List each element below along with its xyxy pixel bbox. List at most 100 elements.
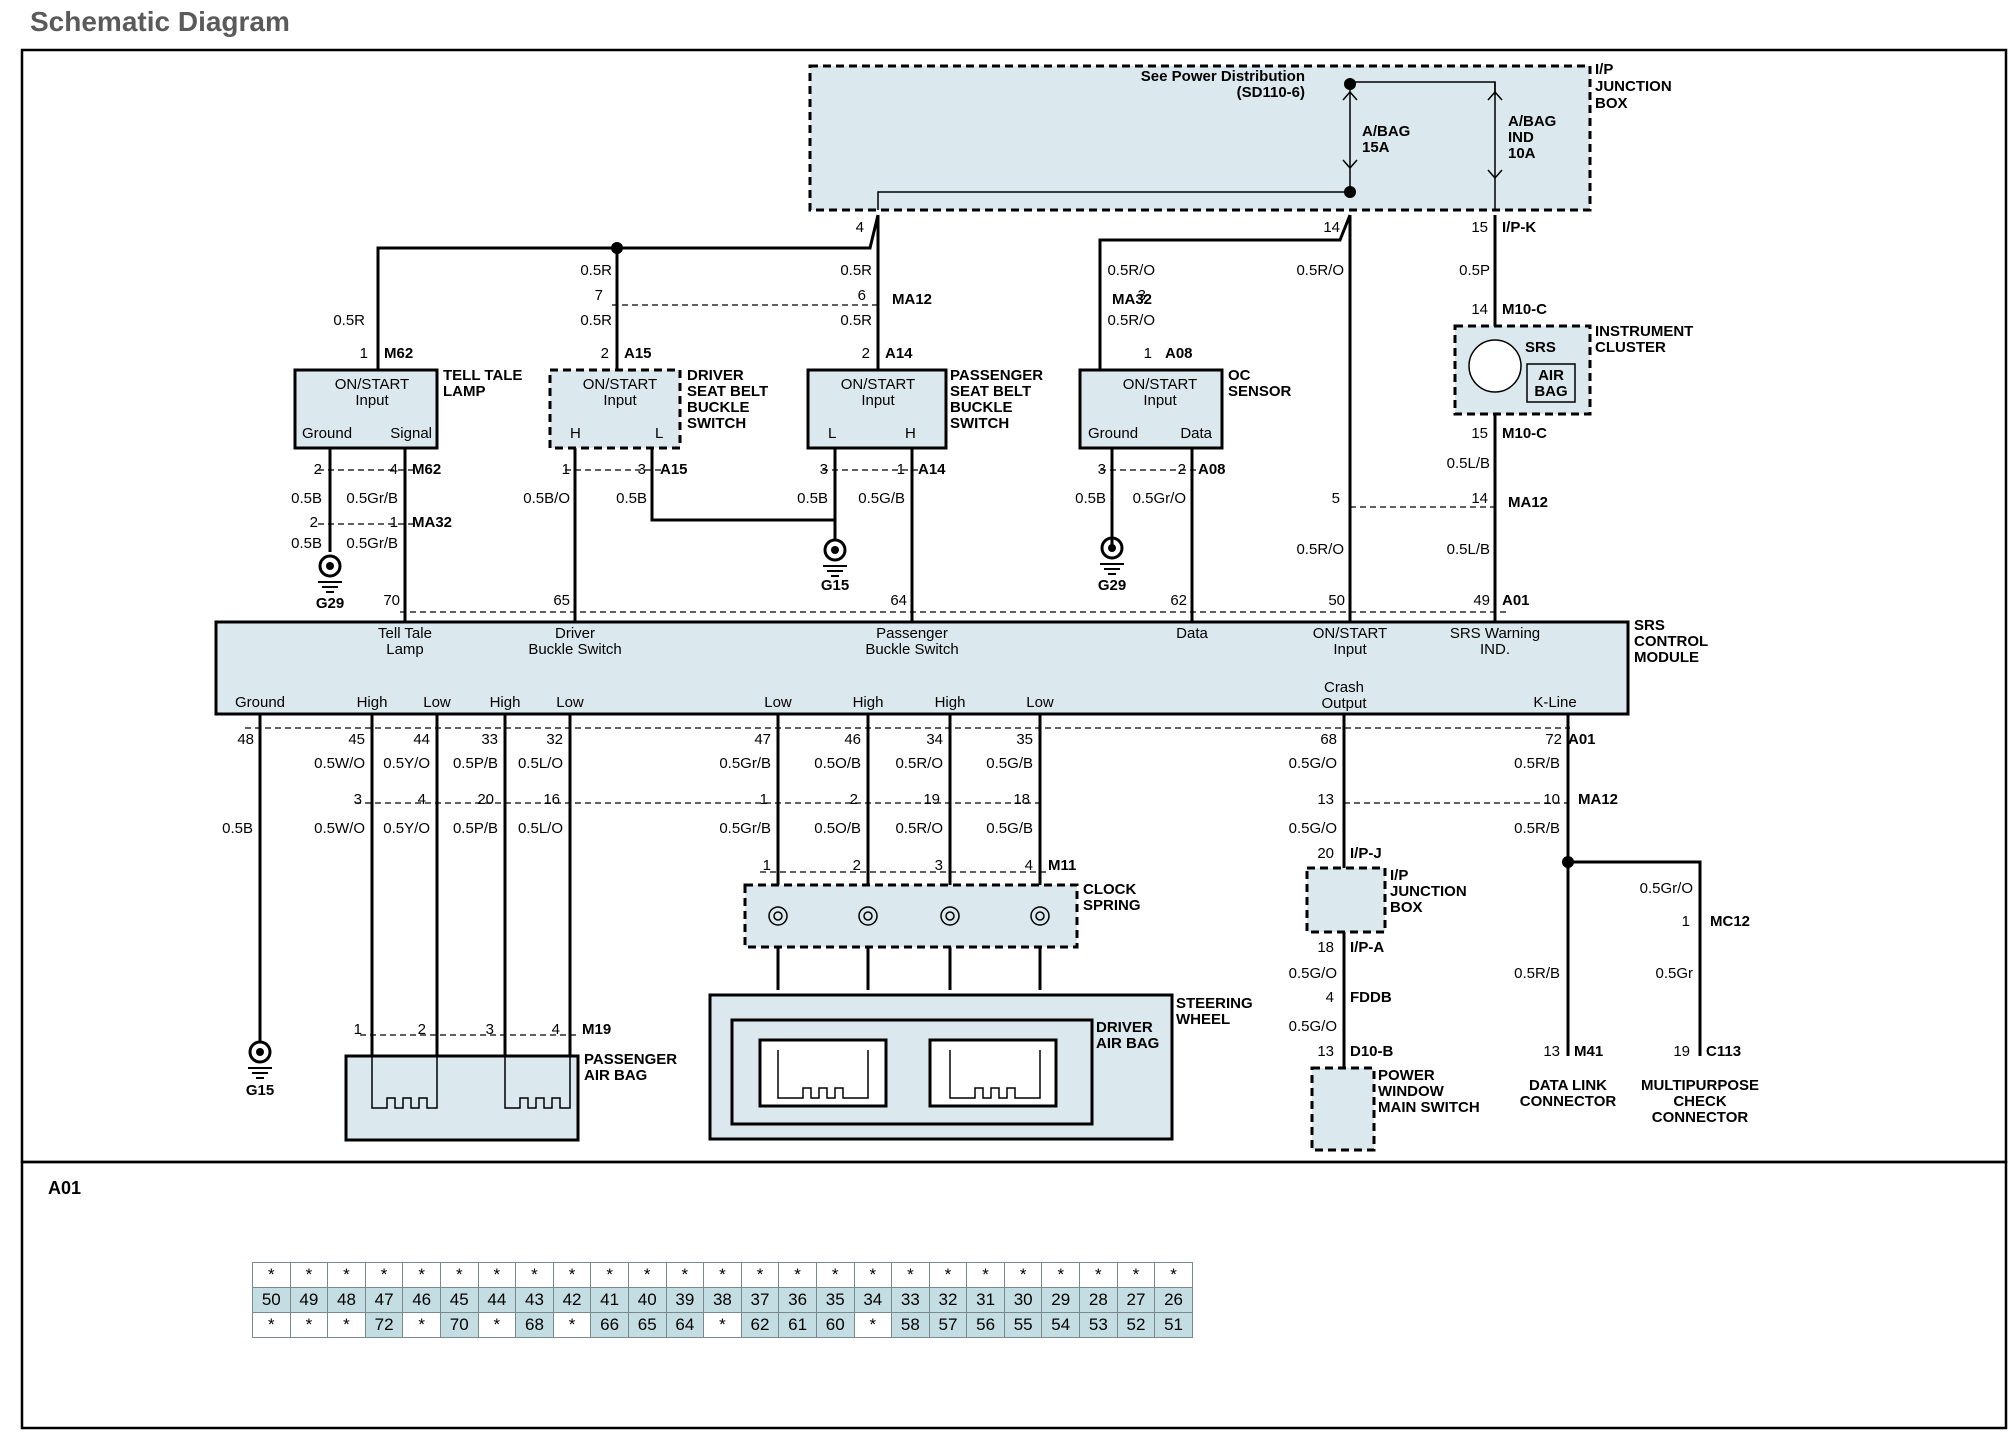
pin-45: 45 bbox=[348, 731, 365, 748]
connector-cell: * bbox=[552, 1312, 592, 1338]
connector-cell: 66 bbox=[590, 1312, 629, 1338]
pin-10: 10 bbox=[1543, 791, 1560, 808]
connector-cell: * bbox=[1041, 1262, 1081, 1288]
wire-label: 0.5B bbox=[222, 820, 253, 837]
cluster-label-1: INSTRUMENT bbox=[1595, 323, 1693, 340]
driver-squib-1 bbox=[758, 1038, 888, 1108]
connector-cell: 39 bbox=[665, 1287, 705, 1313]
connector-cell: * bbox=[815, 1262, 855, 1288]
ipjb2-label-2: JUNCTION bbox=[1390, 883, 1467, 900]
wire-label: 0.5W/O bbox=[314, 755, 365, 772]
pw-label-1: POWER bbox=[1378, 1067, 1435, 1084]
dlc-label-2: CONNECTOR bbox=[1520, 1093, 1617, 1110]
connector-cell: 45 bbox=[439, 1287, 479, 1313]
pin-4: 4 bbox=[856, 219, 864, 236]
pin-1: 1 bbox=[360, 345, 368, 362]
pin-1: 1 bbox=[390, 514, 398, 531]
wire-label: 0.5Y/O bbox=[383, 755, 430, 772]
tell-tale-label-1: TELL TALE bbox=[443, 367, 522, 384]
pin-49: 49 bbox=[1473, 592, 1490, 609]
pin-14: 14 bbox=[1471, 490, 1488, 507]
pin-1: 1 bbox=[354, 1021, 362, 1038]
driver-buckle-box bbox=[548, 368, 682, 450]
wire-label: 0.5Gr bbox=[1655, 965, 1693, 982]
connector-frame bbox=[20, 1160, 2008, 1430]
pin-65: 65 bbox=[553, 592, 570, 609]
driver-squib-2 bbox=[928, 1038, 1058, 1108]
pin-3: 3 bbox=[820, 461, 828, 478]
ipjb2-label-1: I/P bbox=[1390, 867, 1408, 884]
wire-label: 0.5R/O bbox=[895, 820, 943, 837]
connector-cell: * bbox=[1079, 1262, 1118, 1288]
pin-64: 64 bbox=[890, 592, 907, 609]
wire-label: 0.5P bbox=[1459, 262, 1490, 279]
jb-label-2: JUNCTION bbox=[1595, 78, 1672, 95]
steering-label-2: WHEEL bbox=[1176, 1011, 1230, 1028]
tell-tale-label-2: LAMP bbox=[443, 383, 486, 400]
connector-cell: * bbox=[853, 1312, 893, 1338]
connector-cell: * bbox=[364, 1262, 404, 1288]
pin-14: 14 bbox=[1471, 301, 1488, 318]
connector-cell: * bbox=[928, 1262, 968, 1288]
ground-g29: G29 bbox=[316, 595, 344, 612]
srs-lamp-icon bbox=[1468, 339, 1522, 393]
pin-68: 68 bbox=[1320, 731, 1337, 748]
pw-label-3: MAIN SWITCH bbox=[1378, 1099, 1480, 1116]
pb-h: H bbox=[905, 425, 916, 442]
connector-cell: * bbox=[477, 1262, 517, 1288]
wire-0-5r-main bbox=[376, 214, 880, 378]
connector-cell: 42 bbox=[552, 1287, 592, 1313]
wire-label: 0.5R bbox=[580, 262, 612, 279]
connector-cell: * bbox=[590, 1262, 629, 1288]
connector-cell: 26 bbox=[1154, 1287, 1193, 1313]
tt-ground: Ground bbox=[302, 425, 352, 442]
wire-label: 0.5L/O bbox=[518, 755, 563, 772]
connector-cell: 35 bbox=[815, 1287, 855, 1313]
pin-4: 4 bbox=[1326, 989, 1334, 1006]
wire-label: 0.5B bbox=[1075, 490, 1106, 507]
fuse2-label-2: IND bbox=[1508, 129, 1534, 146]
pin-15: 15 bbox=[1471, 425, 1488, 442]
conn-m62: M62 bbox=[412, 461, 441, 478]
connector-cell: 53 bbox=[1079, 1312, 1118, 1338]
connector-cell: 34 bbox=[853, 1287, 893, 1313]
conn-a14: A14 bbox=[918, 461, 946, 478]
pin-6: 6 bbox=[858, 287, 866, 304]
wire-label: 0.5R/B bbox=[1514, 965, 1560, 982]
pin-35: 35 bbox=[1016, 731, 1033, 748]
connector-cell: 37 bbox=[740, 1287, 780, 1313]
connector-cell: * bbox=[627, 1262, 667, 1288]
srs-module-label-3: MODULE bbox=[1634, 649, 1699, 666]
wire-label: 0.5B bbox=[616, 490, 647, 507]
pin-2: 2 bbox=[314, 461, 322, 478]
connector-cell: 32 bbox=[928, 1287, 968, 1313]
db-input-2: Input bbox=[603, 392, 637, 409]
ground-g15: G15 bbox=[246, 1082, 274, 1099]
wire-label: 0.5B/O bbox=[523, 490, 570, 507]
conn-a15: A15 bbox=[660, 461, 688, 478]
term-high: High bbox=[490, 694, 521, 711]
term-onstart-1: ON/START bbox=[1313, 625, 1387, 642]
conn-ipk: I/P-K bbox=[1502, 219, 1536, 236]
wire-label: 0.5Y/O bbox=[383, 820, 430, 837]
connector-cell: * bbox=[402, 1312, 441, 1338]
pb-input-1: ON/START bbox=[841, 376, 915, 393]
db-h: H bbox=[570, 425, 581, 442]
term-pass-2: Buckle Switch bbox=[865, 641, 958, 658]
connector-cell: 36 bbox=[778, 1287, 817, 1313]
tt-input-1: ON/START bbox=[335, 376, 409, 393]
conn-m41: M41 bbox=[1574, 1043, 1603, 1060]
connector-cell: 61 bbox=[778, 1312, 817, 1338]
pin-70: 70 bbox=[383, 592, 400, 609]
driver-buckle-label-3: BUCKLE bbox=[687, 399, 750, 416]
term-pass-1: Passenger bbox=[876, 625, 948, 642]
pin-1: 1 bbox=[760, 791, 768, 808]
fuse1-label-2: 15A bbox=[1362, 139, 1390, 156]
conn-m62: M62 bbox=[384, 345, 413, 362]
pin-2: 2 bbox=[862, 345, 870, 362]
wire-label: 0.5Gr/B bbox=[346, 535, 398, 552]
driver-airbag-label-1: DRIVER bbox=[1096, 1019, 1153, 1036]
srs-control-module bbox=[214, 620, 1630, 716]
